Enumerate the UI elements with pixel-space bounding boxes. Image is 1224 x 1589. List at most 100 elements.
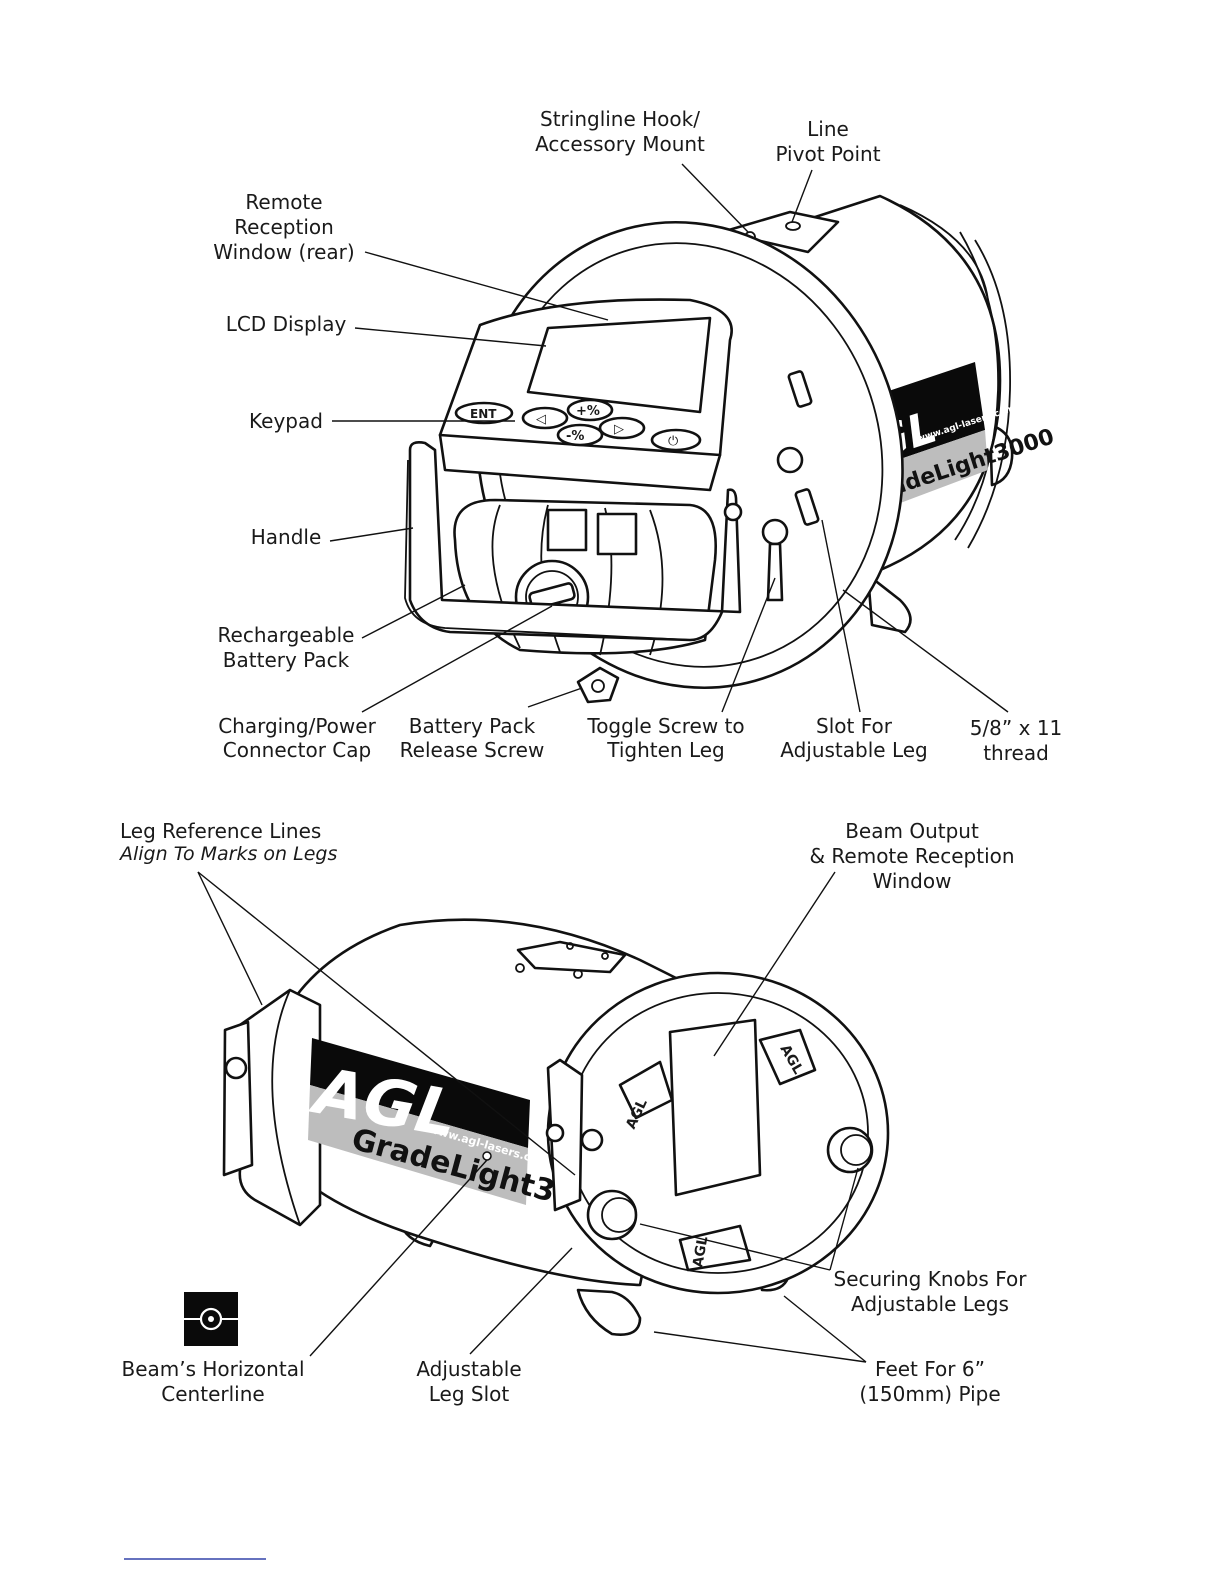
key-ent-label: ENT [470, 407, 497, 421]
plate-hole-2 [573, 969, 583, 979]
handle-pivot [723, 502, 743, 522]
leader-centerline [309, 1159, 488, 1357]
securing-knob-right-face [840, 1134, 872, 1166]
label-feet-1: Feet For 6” [875, 1357, 985, 1381]
leader-stringline [681, 163, 749, 233]
label-leg-reference-2: Align To Marks on Legs [118, 843, 337, 865]
beam-output-window [668, 1018, 762, 1197]
leader-thread [842, 589, 1009, 713]
battery-release-screw[interactable] [576, 666, 620, 704]
label-beam-output-2: & Remote Reception [809, 844, 1014, 868]
top-diagram: AGL www.agl-lasers.com GradeLight3000 EN… [213, 107, 1062, 765]
label-beam-output-1: Beam Output [845, 819, 979, 843]
centerline-symbol-dot [208, 1316, 214, 1322]
key-minus-percent[interactable] [556, 423, 604, 447]
leader-knob-right [829, 1167, 859, 1271]
label-leg-slot-1: Slot For [816, 714, 893, 738]
label-battery-2: Battery Pack [223, 648, 350, 672]
plate-hole-4 [601, 952, 609, 960]
label-leg-slot-bottom-2: Leg Slot [429, 1382, 510, 1406]
label-feet-2: (150mm) Pipe [859, 1382, 1000, 1406]
rear-ring-band-2 [967, 239, 1011, 549]
label-remote-window-1: Remote [245, 190, 322, 214]
leader-feet-2 [783, 1295, 867, 1363]
label-remote-window-3: Window (rear) [213, 240, 354, 264]
key-power[interactable] [650, 428, 702, 452]
label-remote-window-2: Reception [234, 215, 334, 239]
leader-knob-left [639, 1223, 831, 1271]
label-charging-2: Connector Cap [223, 738, 371, 762]
securing-knob-right[interactable] [826, 1126, 874, 1174]
label-battery-1: Rechargeable [218, 623, 355, 647]
leader-leg-slot [821, 519, 861, 713]
label-securing-knobs-1: Securing Knobs For [834, 1267, 1028, 1291]
label-leg-slot-2: Adjustable Leg [780, 738, 927, 762]
centerline-symbol [184, 1292, 238, 1346]
key-left[interactable] [521, 406, 569, 430]
leader-battery [361, 584, 466, 639]
leader-handle [329, 527, 414, 542]
ring-brand-tabs: AGL AGL AGL [618, 1028, 817, 1272]
ring-slot-mark [787, 370, 813, 408]
rear-ring-groove [271, 989, 301, 1226]
front-ring-rivet-2 [545, 1123, 565, 1143]
key-right-label: ▷ [614, 422, 624, 437]
handle[interactable] [408, 441, 742, 642]
securing-knobs [586, 1126, 874, 1241]
lcd-display [526, 316, 712, 414]
label-toggle-screw-1: Toggle Screw to [586, 714, 744, 738]
rear-ring-band [954, 231, 999, 541]
key-right[interactable] [598, 416, 646, 440]
leader-legref-1 [197, 871, 263, 1006]
label-leg-slot-bottom-1: Adjustable [416, 1357, 521, 1381]
keypad-lower-shelf [438, 433, 722, 492]
label-beam-output-3: Window [873, 869, 952, 893]
toggle-screw[interactable] [761, 518, 789, 546]
ring-slot-mark-2 [794, 488, 820, 526]
label-securing-knobs-2: Adjustable Legs [851, 1292, 1009, 1316]
label-stringline-hook-1: Stringline Hook/ [540, 107, 700, 131]
key-ent[interactable] [454, 401, 514, 425]
keypad: ENT ◁ +% -% ▷ ⏻ [454, 398, 702, 452]
bottom-labels: Leg Reference Lines Align To Marks on Le… [118, 819, 1027, 1406]
battery-latch-right [596, 512, 638, 556]
ring-rivet [776, 446, 804, 474]
handle-outer [404, 459, 691, 641]
line-pivot-hole [785, 221, 801, 231]
label-centerline-2: Centerline [161, 1382, 264, 1406]
label-charging-1: Charging/Power [218, 714, 376, 738]
centerline-marker [482, 1151, 492, 1161]
label-handle: Handle [251, 525, 322, 549]
leader-lcd [354, 327, 547, 347]
label-leg-reference-1: Leg Reference Lines [120, 819, 321, 843]
label-line-pivot-1: Line [807, 117, 849, 141]
key-minus-percent-label: -% [566, 429, 584, 444]
leader-toggle-screw [721, 577, 776, 713]
leader-feet-1 [653, 1331, 867, 1363]
key-plus-percent-label: +% [576, 404, 600, 419]
label-thread-1: 5/8” x 11 [970, 716, 1063, 740]
label-keypad: Keypad [249, 409, 323, 433]
label-release-screw-1: Battery Pack [409, 714, 536, 738]
label-thread-2: thread [983, 741, 1049, 765]
key-plus-percent[interactable] [566, 398, 614, 422]
bottom-leader-lines [197, 871, 867, 1363]
front-ring-rivet [580, 1128, 604, 1152]
leader-release-screw [527, 687, 583, 708]
rear-leg [222, 1020, 254, 1177]
leader-remote-window [364, 251, 609, 321]
key-left-label: ◁ [536, 412, 546, 427]
securing-knob-left[interactable] [586, 1189, 638, 1241]
top-leader-lines [329, 163, 1009, 713]
rear-knob-bottom [224, 1056, 248, 1080]
rear-end-ring [238, 988, 322, 1227]
bottom-band-black [310, 1038, 530, 1148]
ring-tab-bottom-label: AGL [690, 1235, 711, 1269]
leader-line-pivot [791, 169, 813, 223]
ring-tab-bottom [678, 1224, 752, 1272]
battery-latch-left [546, 508, 588, 552]
leader-leg-slot-bottom [469, 1247, 573, 1355]
plate-hole-1 [515, 963, 525, 973]
label-line-pivot-2: Pivot Point [775, 142, 880, 166]
